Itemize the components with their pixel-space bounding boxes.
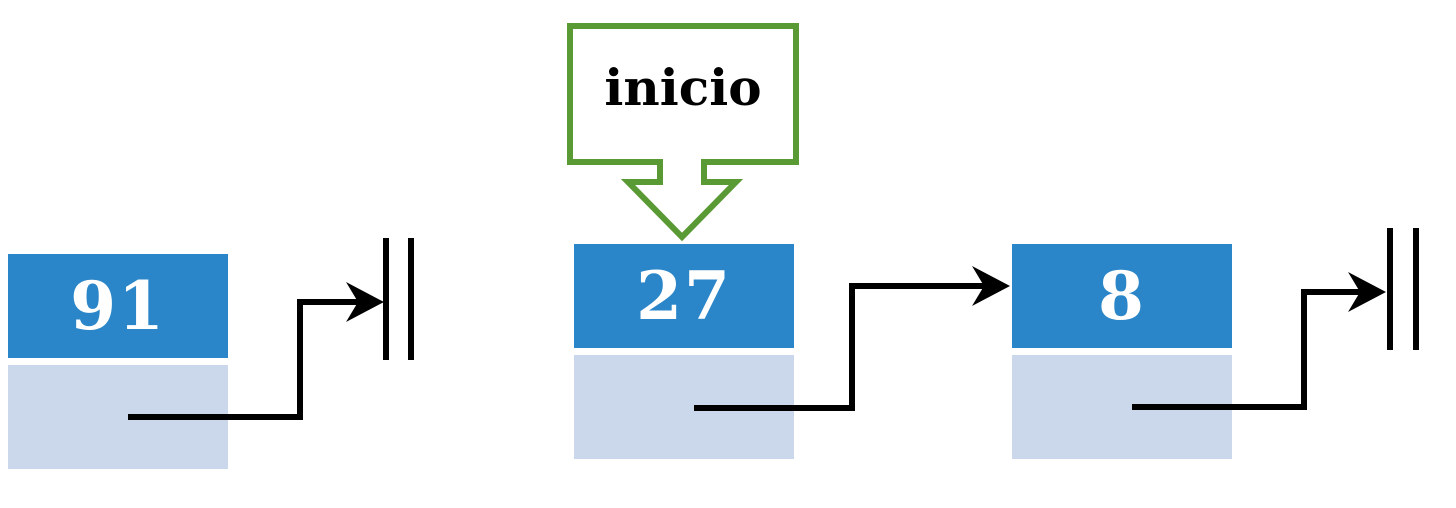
node-value-cell: 27 [574, 244, 794, 348]
node-91-next-pointer [128, 299, 372, 420]
node-27-next-pointer [694, 283, 996, 411]
head-pointer-label: inicio [604, 58, 762, 117]
arrowhead-icon [972, 266, 1010, 306]
head-pointer-callout [567, 23, 799, 242]
node-value-cell: 8 [1012, 244, 1232, 348]
arrowhead-icon [346, 282, 384, 322]
node-value-cell: 91 [8, 254, 228, 358]
arrowhead-icon [1348, 272, 1386, 312]
node-8-next-pointer [1132, 289, 1374, 410]
